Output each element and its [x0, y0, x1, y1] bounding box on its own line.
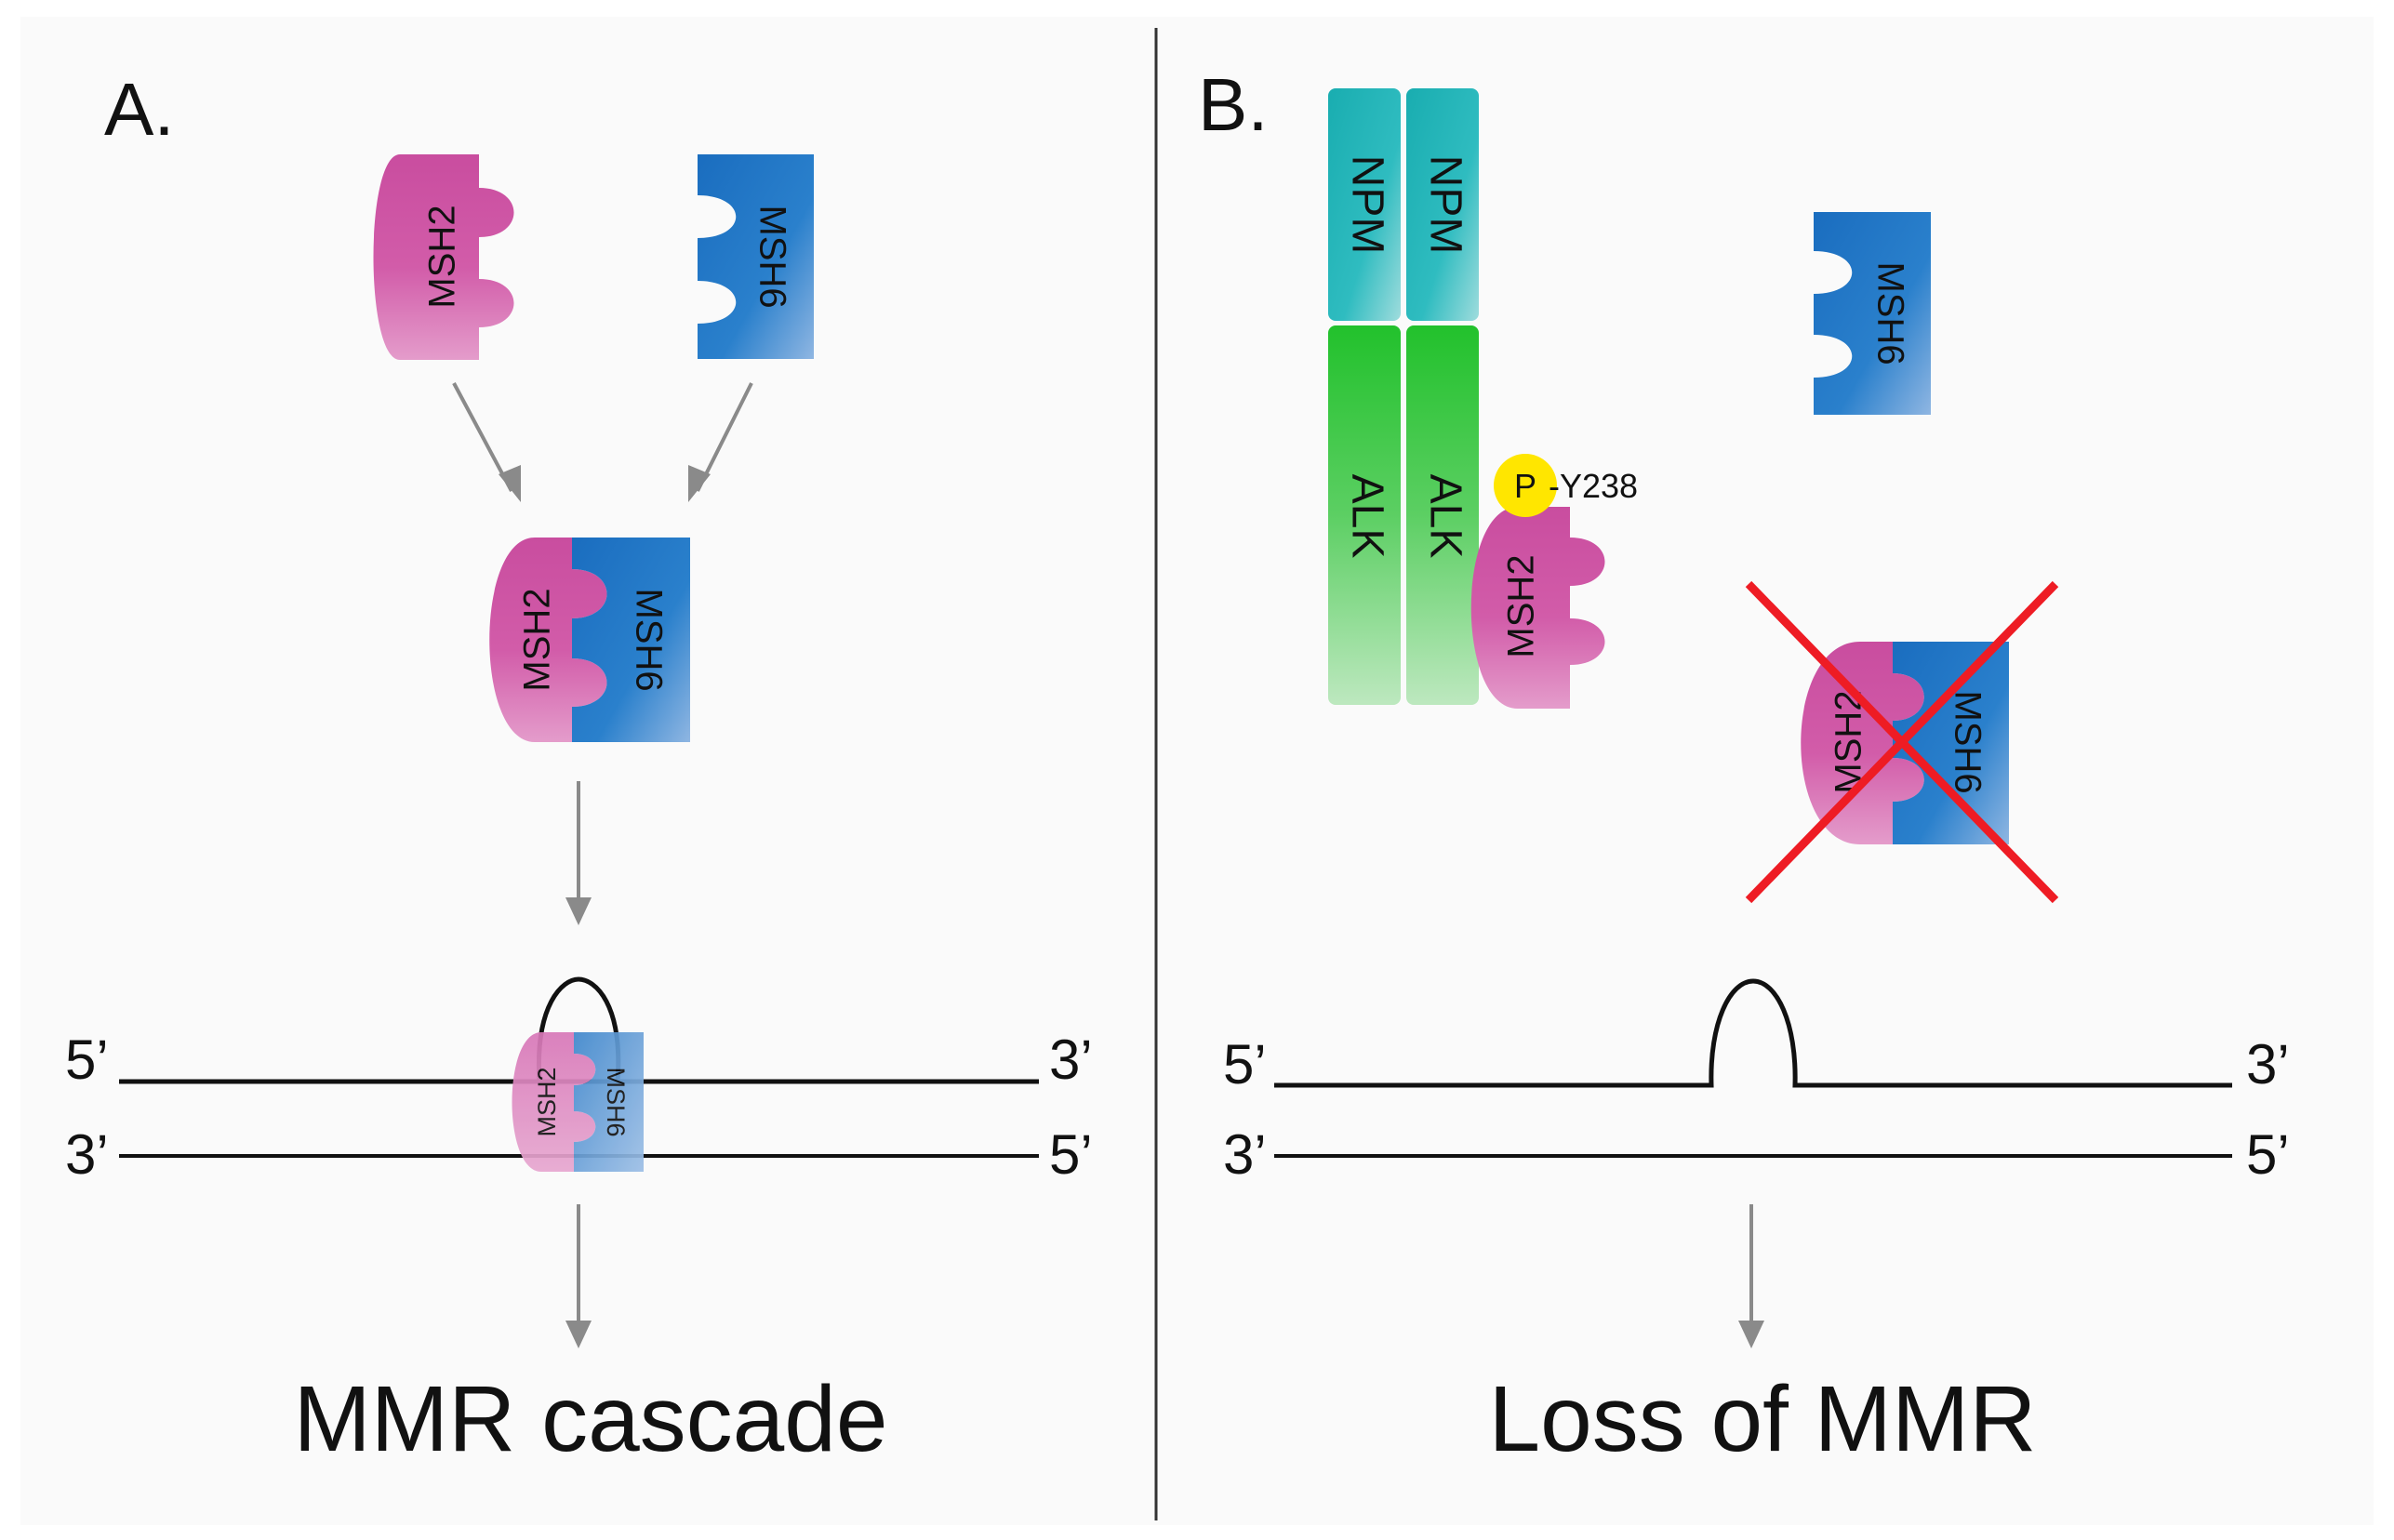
dna-b-right-top-label: 3’	[2246, 1033, 2290, 1095]
complex-msh6-label-a: MSH6	[628, 588, 669, 691]
msh2-label-a: MSH2	[422, 205, 463, 308]
npm-label-right: NPM	[1420, 155, 1470, 255]
arrowhead-caption-a	[565, 1321, 592, 1348]
dna-top-strand-b	[1274, 978, 2232, 1088]
msh6-label-a: MSH6	[751, 205, 792, 308]
dna-a-left-bottom-label: 3’	[65, 1123, 109, 1186]
arrowhead-complex-dna	[565, 897, 592, 925]
msh2-msh6-complex-on-dna: MSH2 MSH6	[512, 1032, 644, 1172]
phospho-y238: P -Y238	[1494, 454, 1638, 517]
caption-mmr-cascade: MMR cascade	[293, 1367, 887, 1471]
caption-loss-of-mmr: Loss of MMR	[1488, 1367, 2036, 1471]
phospho-site-label: -Y238	[1549, 467, 1638, 505]
msh2-msh6-complex-a: MSH2 MSH6	[489, 538, 690, 742]
dna-a-right-bottom-label: 5’	[1049, 1123, 1093, 1186]
arrowhead-msh2	[499, 465, 521, 502]
alk-label-left: ALK	[1342, 474, 1391, 559]
phospho-p-label: P	[1514, 467, 1536, 505]
msh6-label-b: MSH6	[1869, 261, 1910, 365]
dna-msh2-label: MSH2	[533, 1067, 561, 1136]
msh2-protein-a: MSH2	[373, 154, 514, 360]
panel-a-letter: A.	[104, 68, 175, 151]
complex-msh2-label-a: MSH2	[517, 588, 558, 691]
dna-b-left-top-label: 5’	[1223, 1033, 1267, 1095]
alk-box-right: ALK	[1406, 325, 1479, 705]
msh6-protein-a: MSH6	[698, 154, 814, 359]
npm-label-left: NPM	[1342, 155, 1391, 255]
blocked-msh2-label: MSH2	[1829, 690, 1869, 793]
dna-loop-a	[536, 976, 621, 1082]
msh2-protein-bound-alk: MSH2	[1470, 507, 1605, 709]
dna-msh6-label: MSH6	[602, 1067, 630, 1136]
msh6-protein-b: MSH6	[1814, 212, 1931, 415]
red-cross-icon	[1745, 580, 2059, 904]
figure-background	[20, 17, 2374, 1525]
npm-box-left: NPM	[1328, 88, 1401, 321]
dna-b-right-bottom-label: 5’	[2246, 1123, 2290, 1186]
panel-b-letter: B.	[1198, 63, 1269, 146]
alk-box-left: ALK	[1328, 325, 1401, 705]
alk-label-right: ALK	[1420, 474, 1470, 559]
dna-a-right-top-label: 3’	[1049, 1029, 1093, 1091]
blocked-msh6-label: MSH6	[1947, 690, 1988, 793]
msh2-msh6-complex-blocked: MSH2 MSH6	[1801, 642, 2009, 844]
arrowhead-caption-b	[1738, 1321, 1764, 1348]
arrowhead-msh6	[688, 465, 711, 502]
npm-box-right: NPM	[1406, 88, 1479, 321]
msh2-label-b: MSH2	[1501, 554, 1542, 657]
dna-a-left-top-label: 5’	[65, 1029, 109, 1091]
dna-b-left-bottom-label: 3’	[1223, 1123, 1267, 1186]
